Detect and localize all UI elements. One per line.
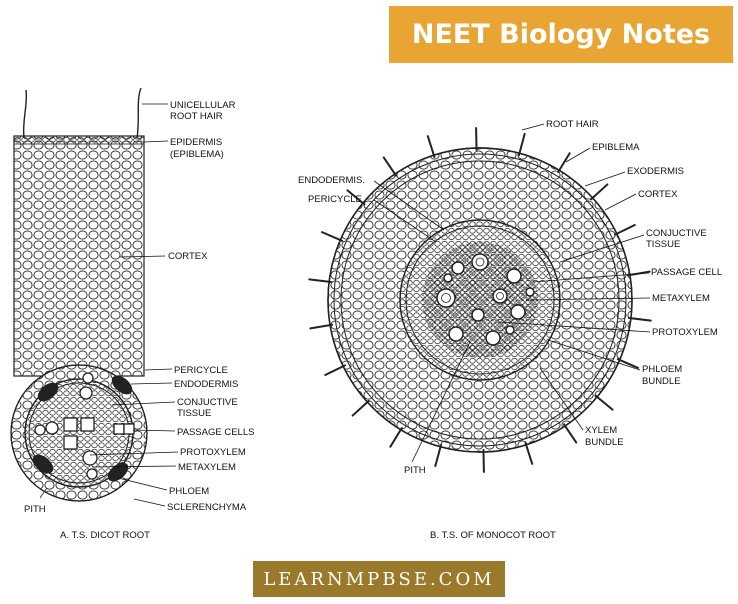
monocot-root-hair xyxy=(562,423,578,444)
monocot-root-hair xyxy=(557,152,571,173)
dicot-phloem-patches xyxy=(32,375,133,482)
monocot-label-conjunctive-2: TISSUE xyxy=(646,239,680,250)
monocot-epiblema-outer xyxy=(327,147,633,453)
monocot-label-pith: PITH xyxy=(404,465,426,476)
dicot-cortex-cells xyxy=(13,135,145,377)
monocot-inner-rings xyxy=(441,257,504,303)
dicot-label-sclerenchyma: SCLERENCHYMA xyxy=(167,502,247,513)
dicot-label-metaxylem: METAXYLEM xyxy=(178,462,236,473)
monocot-root-hair xyxy=(320,231,344,242)
dicot-label-cortex: CORTEX xyxy=(168,251,208,262)
dicot-labels xyxy=(89,103,179,507)
dicot-label-root-hair-1: UNICELLULAR xyxy=(170,100,236,111)
dicot-label-conjunctive-2: TISSUE xyxy=(177,408,211,419)
dicot-root-hair-left xyxy=(22,89,28,139)
dicot-root-hair-right xyxy=(136,87,142,139)
dicot-caption: A. T.S. DICOT ROOT xyxy=(60,530,150,541)
monocot-root-hair xyxy=(434,443,443,468)
dicot-root xyxy=(10,87,148,502)
dicot-label-pericycle: PERICYCLE xyxy=(174,365,228,376)
monocot-caption: B. T.S. OF MONOCOT ROOT xyxy=(430,530,556,541)
dicot-label-protoxylem: PROTOXYLEM xyxy=(180,447,246,458)
monocot-root-hair xyxy=(613,224,636,236)
monocot-label-xylem-2: BUNDLE xyxy=(585,437,624,448)
monocot-root-hair xyxy=(482,448,485,473)
monocot-epiblema-inner xyxy=(333,153,627,447)
monocot-label-passage-cell: PASSAGE CELL xyxy=(651,267,722,278)
monocot-root-hair xyxy=(524,441,534,465)
monocot-root-hair xyxy=(382,156,398,177)
monocot-label-metaxylem: METAXYLEM xyxy=(652,293,710,304)
monocot-labels xyxy=(373,123,651,463)
monocot-root-hair xyxy=(309,323,334,330)
monocot-root-hair xyxy=(324,364,347,376)
monocot-label-phloem-2: BUNDLE xyxy=(642,376,681,387)
dicot-label-epidermis-1: EPIDERMIS xyxy=(170,137,222,148)
monocot-root-hair xyxy=(308,278,333,284)
monocot-root-hair xyxy=(475,127,478,152)
monocot-root-hair xyxy=(426,135,436,159)
dicot-label-phloem: PHLOEM xyxy=(169,486,209,497)
monocot-root xyxy=(308,127,652,473)
monocot-root-hair xyxy=(627,316,652,322)
monocot-label-xylem-1: XYLEM xyxy=(585,425,617,436)
monocot-pericycle xyxy=(405,225,555,375)
monocot-root-hair xyxy=(389,427,403,448)
monocot-label-cortex: CORTEX xyxy=(638,189,678,200)
monocot-root-hairs xyxy=(308,127,652,473)
dicot-label-conjunctive-1: CONJUCTIVE xyxy=(177,397,238,408)
monocot-root-hair xyxy=(351,399,370,417)
monocot-label-pericycle: PERICYCLE xyxy=(308,194,362,205)
monocot-label-conjunctive-1: CONJUCTIVE xyxy=(646,228,707,239)
monocot-label-protoxylem: PROTOXYLEM xyxy=(652,327,718,338)
monocot-metaxylem xyxy=(436,253,535,346)
monocot-root-hair xyxy=(517,132,526,157)
monocot-label-epiblema: EPIBLEMA xyxy=(592,142,640,153)
monocot-label-root-hair: ROOT HAIR xyxy=(546,119,599,130)
monocot-root-hair xyxy=(590,183,609,201)
monocot-root-hair xyxy=(616,358,640,369)
monocot-root-hair xyxy=(594,394,614,411)
dicot-label-root-hair-2: ROOT HAIR xyxy=(170,111,223,122)
footer-watermark: LEARNMPBSE.COM xyxy=(253,561,505,597)
dicot-label-pith: PITH xyxy=(24,504,46,515)
dicot-label-passage-cells: PASSAGE CELLS xyxy=(177,427,254,438)
monocot-exodermis xyxy=(340,160,620,440)
dicot-epidermis xyxy=(13,135,145,145)
dicot-label-epidermis-2: (EPIBLEMA) xyxy=(170,149,224,160)
monocot-label-phloem-1: PHLOEM xyxy=(642,364,682,375)
dicot-label-endodermis: ENDODERMIS xyxy=(174,379,238,390)
monocot-label-exodermis: EXODERMIS xyxy=(627,166,684,177)
dicot-xylem-strands xyxy=(34,372,135,480)
banner-title: NEET Biology Notes xyxy=(389,6,733,63)
monocot-label-endodermis: ENDODERMIS. xyxy=(298,175,365,186)
monocot-root-hair xyxy=(346,189,366,206)
